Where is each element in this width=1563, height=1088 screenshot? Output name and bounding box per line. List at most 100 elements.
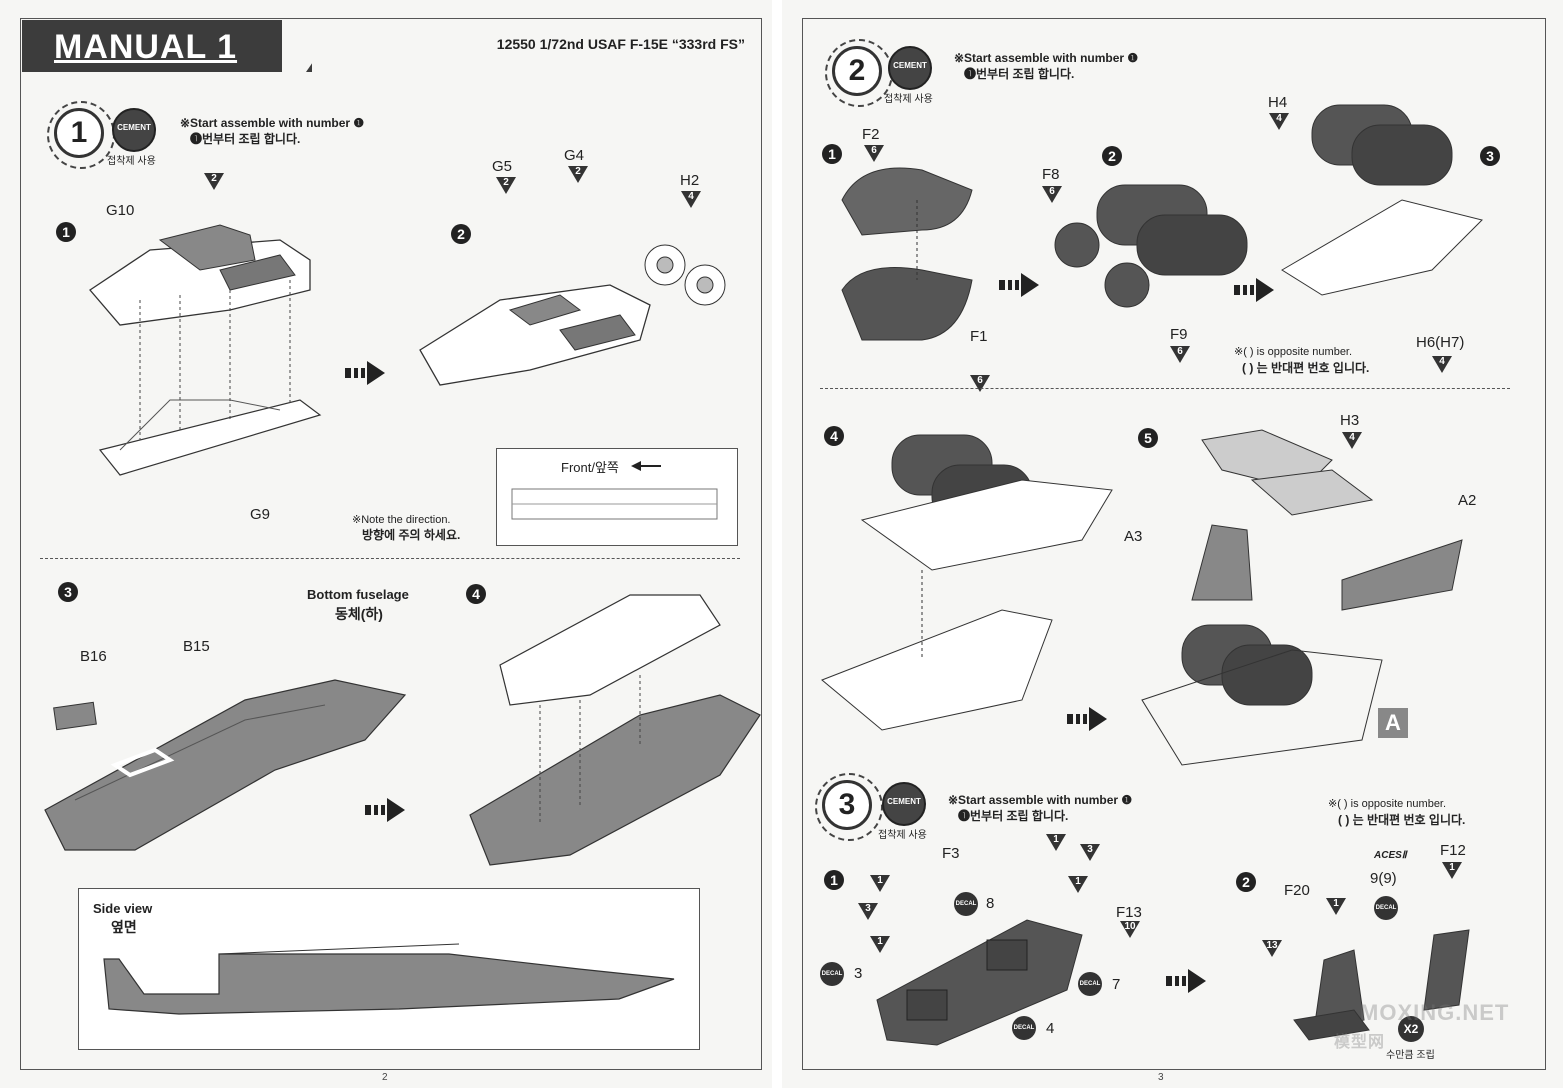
- manual-title: MANUAL 1: [54, 28, 238, 66]
- part-label-g4: G4: [564, 147, 585, 164]
- part-label-h2: H2: [680, 172, 700, 189]
- decal-number-7: 7: [1112, 976, 1121, 993]
- direction-arrow: [1067, 704, 1107, 734]
- step-number: 3: [815, 773, 883, 841]
- direction-note-en: ※Note the direction.: [352, 514, 451, 526]
- qty-triangle-f1: 6: [970, 375, 990, 392]
- nozzles-on-frame-drawing: [1281, 104, 1483, 296]
- page-frame: [802, 18, 1546, 1070]
- substep-5: 5: [1138, 428, 1158, 448]
- part-label-f20: F20: [1284, 882, 1310, 899]
- front-label: Front/앞쪽: [561, 460, 619, 475]
- substep-4: 4: [824, 426, 844, 446]
- qty-triangle-g5: 2: [496, 177, 516, 194]
- qty-triangle-f2: 6: [864, 145, 884, 162]
- assembled-frame-drawing: [419, 244, 726, 386]
- cockpit-tub-drawing: [876, 919, 1083, 1046]
- part-label-f12: F12: [1440, 842, 1466, 859]
- qty-triangle-g4: 2: [568, 166, 588, 183]
- qty-triangle-h3: 4: [1342, 432, 1362, 449]
- opposite-note-en: ※( ) is opposite number.: [1328, 798, 1447, 810]
- direction-note-ko: 방향에 주의 하세요.: [362, 528, 461, 542]
- manual-page-right: 2 CEMENT 접착제 사용 ※Start assemble with num…: [782, 0, 1563, 1088]
- substep-1: 1: [822, 144, 842, 164]
- direction-arrow: [999, 270, 1039, 300]
- section-divider: [820, 388, 1510, 389]
- start-note-en: ※Start assemble with number ❶: [180, 116, 365, 130]
- ejection-seat-drawing: [1293, 929, 1470, 1041]
- cement-label: 접착제 사용: [884, 94, 933, 105]
- start-note-ko: ❶번부터 조립 합니다.: [958, 809, 1069, 823]
- decal-icon: DECAL: [1078, 972, 1102, 996]
- bottom-fuselage-ko: 동체(하): [335, 606, 383, 622]
- part-label-f8: F8: [1042, 166, 1060, 183]
- direction-arrow: [1166, 966, 1206, 996]
- part-label-f13: F13: [1116, 904, 1142, 921]
- opposite-note-ko: ( ) 는 반대편 번호 입니다.: [1338, 813, 1466, 827]
- substep-3: 3: [1480, 146, 1500, 166]
- nozzle-pair-drawing: [1054, 184, 1248, 308]
- substep-1: 1: [56, 222, 76, 242]
- qty-triangle: 1: [870, 875, 890, 892]
- start-note-ko: ❶번부터 조립 합니다.: [964, 67, 1075, 81]
- qty-triangle-f8: 6: [1042, 186, 1062, 203]
- watermark-cn: 模型网: [1334, 1034, 1386, 1051]
- cement-icon: CEMENT: [882, 782, 926, 826]
- part-label-g9: G9: [250, 506, 271, 523]
- side-view-ko: 옆면: [111, 919, 137, 935]
- part-label-h6: H6(H7): [1416, 334, 1465, 351]
- watermark: MOXING.NET: [1360, 1000, 1510, 1025]
- qty-triangle-h2: 4: [681, 191, 701, 208]
- cement-icon: CEMENT: [112, 108, 156, 152]
- part-label-h4: H4: [1268, 94, 1288, 111]
- qty-triangle: 1: [1068, 876, 1088, 893]
- decal-number-9: 9(9): [1370, 870, 1397, 887]
- start-note-en: ※Start assemble with number ❶: [954, 51, 1139, 65]
- opposite-note-ko: ( ) 는 반대편 번호 입니다.: [1242, 361, 1370, 375]
- page-number: 3: [1158, 1072, 1164, 1083]
- tail-assembly-drawing: [1141, 429, 1463, 766]
- part-label-b16: B16: [80, 648, 107, 665]
- aces-decal-label: ACESⅡ: [1374, 850, 1407, 861]
- front-arrow-icon: [631, 461, 661, 471]
- qty-triangle-f13: 10: [1120, 921, 1140, 938]
- part-label-h3: H3: [1340, 412, 1360, 429]
- bottom-fuselage-en: Bottom fuselage: [307, 587, 409, 602]
- qty-triangle: 3: [858, 903, 878, 920]
- qty-triangle-f20: 1: [1326, 898, 1346, 915]
- nozzle-halves-drawing: [841, 167, 973, 341]
- start-note-en: ※Start assemble with number ❶: [948, 793, 1133, 807]
- part-label-f2: F2: [862, 126, 880, 143]
- multiply-badge: X2: [1398, 1016, 1424, 1042]
- qty-triangle: 3: [1080, 844, 1100, 861]
- qty-triangle: 2: [204, 173, 224, 190]
- manual-header: MANUAL 1 12550 1/72nd USAF F-15E “333rd …: [22, 20, 757, 72]
- multiply-label: 수만큼 조립: [1386, 1050, 1435, 1061]
- page-frame: [20, 18, 762, 1070]
- section-divider: [40, 558, 740, 559]
- direction-arrow: [365, 795, 405, 825]
- decal-icon: DECAL: [820, 962, 844, 986]
- substep-4: 4: [466, 584, 486, 604]
- manual-page-left: MANUAL 1 12550 1/72nd USAF F-15E “333rd …: [0, 0, 772, 1088]
- part-label-a3: A3: [1124, 528, 1143, 545]
- fuselage-with-frame-drawing: [469, 594, 761, 866]
- part-label-a2: A2: [1458, 492, 1477, 509]
- side-view-box: Side view 옆면: [78, 888, 700, 1050]
- cement-label: 접착제 사용: [107, 156, 156, 167]
- direction-arrow: [345, 358, 385, 388]
- page-number: 2: [382, 1072, 388, 1083]
- qty-triangle-h4: 4: [1269, 113, 1289, 130]
- qty-triangle-f9: 6: [1170, 346, 1190, 363]
- bottom-fuselage-drawing: [44, 679, 407, 851]
- qty-triangle-h6: 4: [1432, 356, 1452, 373]
- qty-triangle: 1: [870, 936, 890, 953]
- part-label-f1: F1: [970, 328, 988, 345]
- substep-2: 2: [1102, 146, 1122, 166]
- front-direction-box: Front/앞쪽: [496, 448, 738, 546]
- part-label-g10: G10: [106, 202, 135, 219]
- decal-icon: DECAL: [954, 892, 978, 916]
- side-view-en: Side view: [93, 901, 153, 916]
- decal-number-4: 4: [1046, 1020, 1055, 1037]
- qty-triangle: 13: [1262, 940, 1282, 957]
